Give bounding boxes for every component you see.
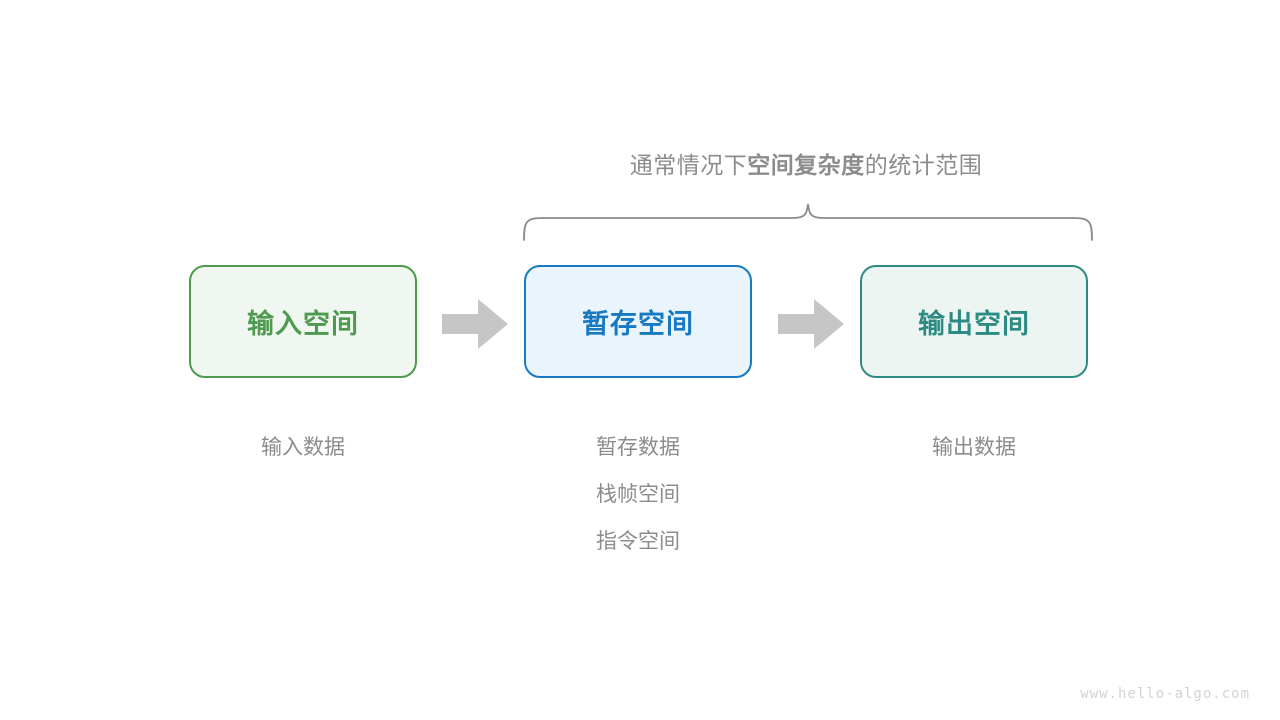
caption-output-space: 输出数据 [860,424,1088,471]
caption-input-space: 输入数据 [189,424,417,471]
caption-output-line-1: 输出数据 [932,436,1016,459]
box-output-space: 输出空间 [860,265,1088,378]
caption-temp-line-1: 暂存数据 [596,436,680,459]
caption-input-line-1: 输入数据 [261,436,345,459]
box-temp-space: 暂存空间 [524,265,752,378]
caption-temp-line-3: 指令空间 [596,530,680,553]
watermark: www.hello-algo.com [1080,686,1250,702]
arrow-input-to-temp-icon [442,299,508,349]
box-input-space-label: 输入空间 [247,309,359,339]
scope-caption-tail: 的统计范围 [864,152,983,178]
box-input-space: 输入空间 [189,265,417,378]
curly-brace-icon [515,196,1100,248]
arrow-temp-to-output-icon [778,299,844,349]
box-temp-space-label: 暂存空间 [582,309,694,339]
caption-temp-line-2: 栈帧空间 [596,483,680,506]
scope-caption-emphasis: 空间复杂度 [747,152,865,178]
box-output-space-label: 输出空间 [918,309,1030,339]
scope-caption-lead: 通常情况下 [629,152,748,178]
caption-temp-space: 暂存数据 栈帧空间 指令空间 [524,424,752,565]
